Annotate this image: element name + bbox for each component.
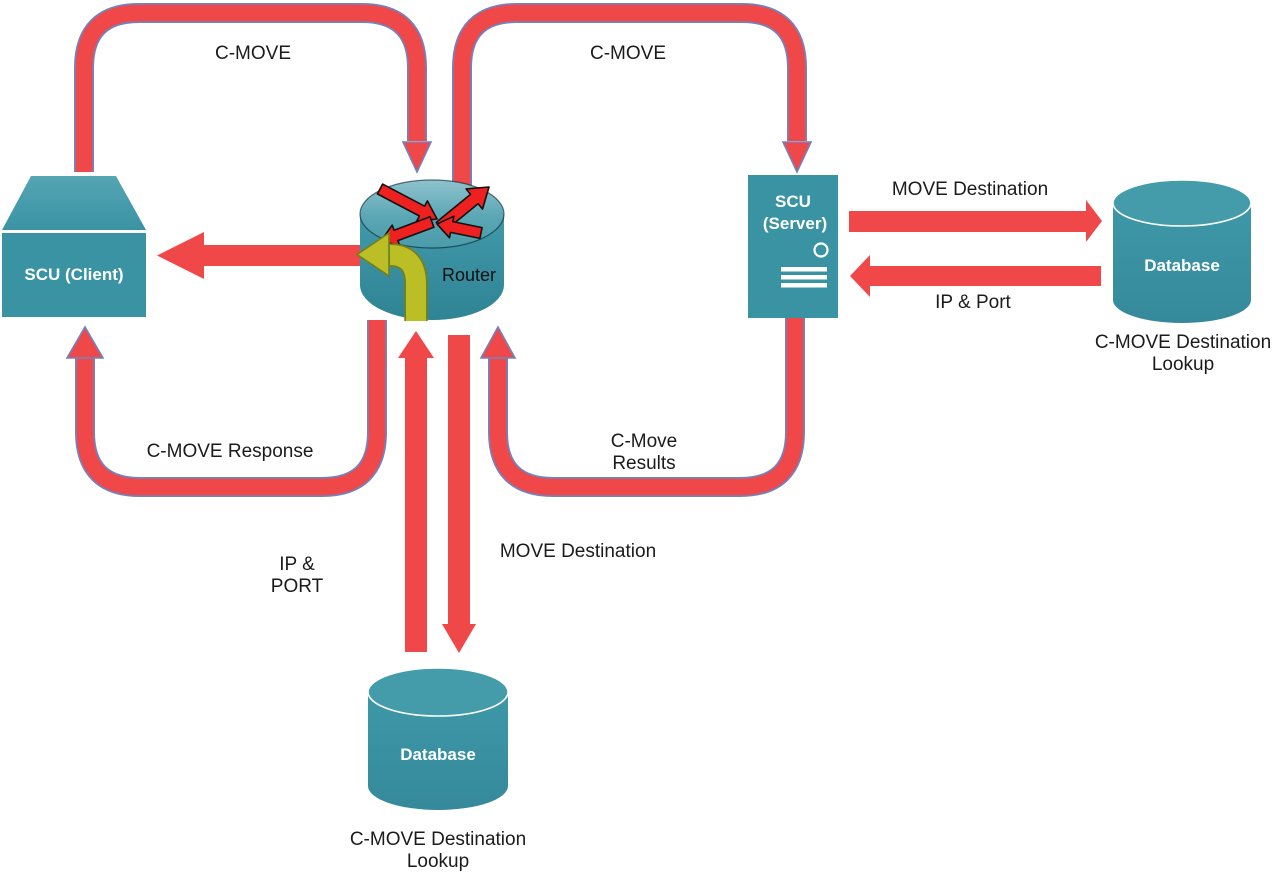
database-bottom-label: Database [400, 745, 476, 764]
database-bottom-node: Database [367, 667, 509, 810]
arrowhead-right-icon [1086, 200, 1102, 242]
scu-client-body [2, 233, 146, 317]
arc-cmove-client-to-router [74, 3, 433, 174]
database-right-label: Database [1144, 256, 1220, 275]
label-cmove-top-right: C-MOVE [590, 43, 666, 64]
scu-server-label-line2: (Server) [763, 214, 827, 233]
label-ip-port-right: IP & Port [935, 292, 1011, 313]
arc-outline [452, 3, 807, 186]
server-line [781, 283, 827, 288]
database-cylinder-body [368, 692, 508, 810]
arrowhead-up-icon [65, 325, 105, 359]
arc-body [453, 4, 806, 186]
arrowhead-left-icon [850, 255, 870, 297]
database-cylinder-body [1113, 203, 1251, 323]
label-cmove-results-line2: Results [612, 453, 675, 474]
label-cmove-top-left: C-MOVE [215, 43, 291, 64]
router-arrow-down-right [376, 183, 438, 223]
server-power-circle-icon [813, 242, 829, 258]
label-cmove-results-line1: C-Move [611, 431, 678, 452]
arc-body [76, 320, 386, 496]
arc-outline [74, 3, 427, 172]
database-right-node: Database [1112, 179, 1252, 323]
arc-body [75, 4, 426, 172]
arrow-ip-port-db-to-server [850, 255, 1101, 297]
database-bottom-caption-line1: C-MOVE Destination [350, 829, 526, 850]
database-cylinder-top [1112, 179, 1252, 227]
turn-arrowhead-left [355, 231, 390, 278]
scu-client-lid-highlight [2, 230, 146, 233]
label-move-destination-vertical: MOVE Destination [500, 541, 656, 562]
arrowhead-up-icon [479, 325, 517, 359]
arrow-shaft [405, 356, 427, 652]
server-line [781, 267, 827, 272]
arc-cmove-results-server-to-router [479, 318, 805, 497]
router-arrow-left [436, 215, 483, 240]
arrow-shaft [869, 266, 1101, 286]
label-ip-port-vertical-line1: IP & [279, 554, 315, 575]
arc-cmove-router-to-server [452, 3, 813, 186]
router-node: Router [355, 179, 505, 321]
router-label: Router [442, 265, 496, 285]
arrowhead-up-icon [398, 331, 434, 358]
label-move-destination-right: MOVE Destination [892, 179, 1048, 200]
database-bottom-caption-line2: Lookup [407, 851, 469, 872]
database-right-caption-line2: Lookup [1152, 354, 1214, 375]
scu-client-node: SCU (Client) [2, 176, 146, 317]
arrowhead-down-icon [401, 141, 433, 174]
arc-cmove-response-router-to-client [65, 320, 387, 497]
arrow-move-destination-server-to-db [849, 200, 1102, 242]
scu-server-label-line1: SCU [775, 192, 811, 211]
scu-client-label: SCU (Client) [24, 265, 123, 284]
arrow-shaft [448, 335, 470, 625]
arrow-shaft [204, 245, 368, 266]
database-cylinder-top [367, 667, 509, 717]
arrow-move-destination-router-to-db [442, 335, 476, 653]
scu-server-body [748, 175, 838, 318]
scu-client-lid [2, 176, 146, 230]
label-ip-port-vertical-line2: PORT [271, 576, 324, 597]
left-turn-arrow-icon [355, 231, 428, 321]
arrowhead-down-icon [781, 141, 813, 174]
turn-arrow-body [389, 245, 426, 321]
database-right-caption-line1: C-MOVE Destination [1095, 332, 1271, 353]
server-line [781, 275, 827, 280]
arrowhead-left-icon [157, 232, 204, 279]
arrow-router-to-client [157, 232, 368, 279]
scu-server-node: SCU (Server) [748, 175, 838, 318]
arrowhead-down-icon [442, 624, 476, 653]
arc-body [489, 318, 804, 496]
arrow-shaft [849, 211, 1087, 232]
label-cmove-response: C-MOVE Response [147, 441, 314, 462]
server-panel-icon [781, 267, 827, 288]
arrow-ip-port-db-to-router [398, 331, 434, 652]
